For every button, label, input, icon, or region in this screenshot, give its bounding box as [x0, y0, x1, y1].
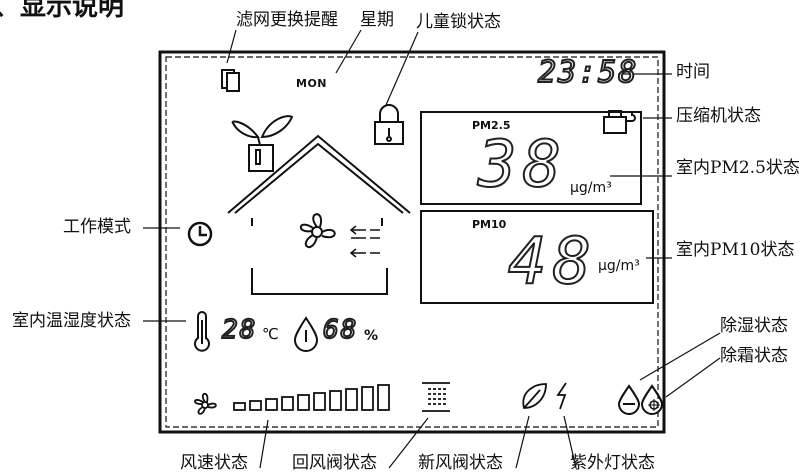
label-compressor: 压缩机状态	[676, 106, 761, 126]
pm25-label: PM2.5	[472, 119, 511, 132]
label-filter: 滤网更换提醒	[236, 10, 338, 30]
label-pm10: 室内PM10状态	[676, 240, 795, 260]
house-icon	[227, 134, 411, 295]
weekday-display: MON	[296, 77, 328, 90]
label-fanspeed: 风速状态	[180, 453, 248, 473]
clock-icon	[187, 221, 213, 247]
label-mode: 工作模式	[63, 217, 131, 237]
pm25-box	[420, 111, 642, 205]
time-display: 23:58	[537, 55, 639, 90]
valve-icon	[422, 382, 450, 412]
label-time: 时间	[676, 62, 710, 82]
dehumidify-icon	[617, 384, 641, 415]
label-returnvalve: 回风阀状态	[292, 453, 377, 473]
label-dehum: 除湿状态	[720, 316, 788, 336]
leader-lines	[143, 29, 721, 469]
temperature-value: 28	[221, 315, 258, 345]
lcd-frame	[158, 50, 666, 434]
lock-icon	[374, 104, 404, 145]
filter-icon	[221, 69, 240, 92]
droplet-icon	[293, 316, 319, 352]
uv-icon	[556, 382, 567, 410]
pm10-box	[420, 210, 654, 304]
pm25-value: 38	[477, 128, 568, 202]
thermometer-icon	[194, 311, 210, 352]
pm10-label: PM10	[472, 218, 507, 231]
label-temphum: 室内温湿度状态	[12, 311, 131, 331]
section-heading: 、显示说明	[0, 0, 125, 22]
humidity-unit: %	[364, 328, 379, 344]
label-pm25: 室内PM2.5状态	[676, 158, 800, 178]
fan-speed-icon	[194, 392, 217, 415]
temperature-unit: ℃	[262, 325, 279, 343]
pm25-unit: μg/m³	[570, 180, 612, 196]
lcd-inner-frame	[165, 56, 659, 428]
fresh-air-icon	[522, 383, 547, 409]
compressor-icon	[603, 110, 636, 134]
label-freshvalve: 新风阀状态	[418, 453, 503, 473]
leaf-icon	[231, 115, 294, 146]
fan-icon	[299, 213, 336, 249]
pm10-unit: μg/m³	[598, 258, 640, 274]
humidity-value: 68	[322, 315, 359, 345]
label-childlock: 儿童锁状态	[416, 12, 501, 32]
label-uv: 紫外灯状态	[570, 453, 655, 473]
defrost-icon	[640, 384, 664, 415]
fan-speed-bars	[233, 384, 390, 411]
label-week: 星期	[360, 10, 394, 30]
pm10-value: 48	[507, 225, 598, 299]
label-defrost: 除霜状态	[720, 346, 788, 366]
